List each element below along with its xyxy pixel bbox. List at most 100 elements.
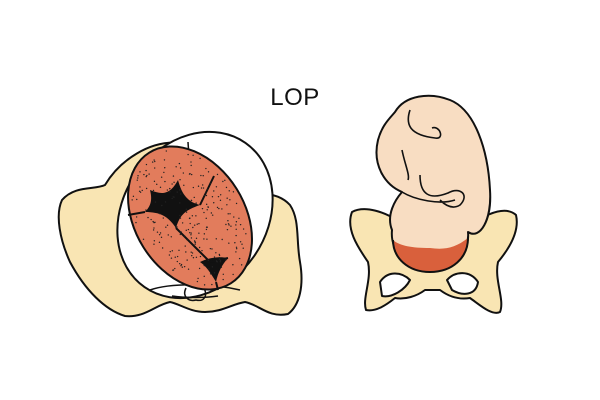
fetus-limbs [401, 109, 465, 208]
stipple-dot [170, 257, 173, 259]
stipple-dot [174, 256, 176, 258]
stipple-dot [218, 254, 221, 257]
stipple-dot [242, 247, 244, 249]
stipple-dot [192, 154, 194, 156]
position-label: LOP [0, 84, 600, 112]
stipple-dot [171, 197, 173, 200]
stipple-dot [202, 187, 205, 189]
stipple-dot [148, 173, 150, 175]
stipple-dot [225, 259, 227, 261]
stipple-dot [185, 229, 187, 231]
stipple-dot [215, 186, 218, 188]
stipple-dot [179, 214, 181, 217]
stipple-dot [146, 174, 148, 177]
stipple-dot [170, 236, 172, 238]
fetal-hair [393, 238, 468, 272]
stipple-dot [206, 188, 209, 190]
stipple-dot [166, 224, 169, 226]
stipple-dot [176, 191, 178, 193]
position-label-text: LOP [270, 84, 320, 111]
stipple-dot [163, 171, 165, 174]
stipple-dot [203, 233, 206, 235]
stipple-dot [153, 243, 155, 245]
stipple-dot [234, 242, 236, 244]
stipple-dot [150, 218, 152, 221]
stipple-dot [211, 248, 213, 250]
stipple-dot [187, 153, 189, 156]
stipple-dot [235, 251, 237, 253]
stipple-dot [162, 217, 164, 219]
stipple-dot [235, 228, 237, 231]
stipple-dot [172, 175, 175, 177]
stipple-dot [203, 211, 205, 214]
stipple-dot [136, 179, 138, 181]
stipple-dot [219, 199, 222, 202]
stipple-dot [219, 261, 222, 263]
stipple-dot [141, 189, 143, 192]
stipple-dot [176, 260, 179, 263]
stipple-dot [195, 256, 198, 258]
stipple-dot [229, 213, 231, 215]
obturator-left [379, 272, 411, 298]
stipple-dot [198, 222, 200, 225]
stipple-dot [185, 211, 188, 213]
stipple-dot [220, 266, 223, 268]
stipple-dot [192, 226, 194, 229]
stipple-dot [152, 229, 155, 231]
stipple-dot [228, 190, 230, 192]
stipple-dot [190, 234, 192, 236]
stipple-dot [132, 195, 135, 198]
stipple-dot [225, 186, 228, 189]
stipple-dot [193, 196, 195, 199]
stipple-dot [145, 169, 147, 172]
stipple-dot [232, 191, 235, 193]
stipple-dot [195, 215, 197, 217]
stipple-dot [175, 226, 177, 229]
stipple-dot [211, 266, 214, 268]
stipple-dot [191, 215, 194, 217]
stipple-dot [199, 157, 201, 160]
stipple-dot [216, 173, 219, 176]
stipple-dot [186, 259, 188, 261]
stipple-dot [153, 227, 155, 229]
stipple-dot [136, 198, 138, 201]
stipple-dot [217, 195, 220, 198]
stipple-dot [213, 272, 216, 274]
stipple-dot [139, 186, 141, 188]
stipple-dot [225, 223, 227, 226]
stipple-dot [176, 255, 179, 258]
stipple-dot [190, 199, 193, 202]
stipple-dot [194, 241, 197, 244]
stipple-dot [190, 173, 193, 176]
stipple-dot [222, 278, 224, 281]
stipple-dot [179, 231, 181, 233]
stipple-dot [180, 265, 182, 267]
stipple-dot [161, 247, 164, 249]
stipple-dot [228, 242, 230, 244]
stipple-dot [232, 273, 234, 276]
stipple-dot [178, 162, 181, 165]
stipple-dot [215, 238, 217, 240]
stipple-dot [190, 164, 192, 167]
stipple-dot [181, 222, 184, 224]
stipple-dot [197, 277, 199, 280]
stipple-dot [172, 196, 174, 198]
stipple-dot [198, 246, 201, 249]
stipple-dot [190, 161, 192, 163]
stipple-dot [221, 238, 223, 241]
stipple-dot [209, 182, 211, 184]
stipple-dot [205, 203, 208, 206]
stipple-dot [152, 189, 155, 192]
stipple-dot [203, 264, 206, 267]
stipple-dot [184, 245, 186, 247]
stipple-dot [207, 171, 210, 173]
stipple-dot [230, 225, 232, 227]
stipple-dot [179, 233, 181, 236]
stipple-dot [207, 206, 210, 208]
stipple-dot [233, 216, 235, 218]
stipple-dot [179, 167, 182, 169]
stipple-dot [189, 222, 191, 225]
stipple-dot [171, 250, 174, 252]
stipple-dot [158, 233, 161, 236]
